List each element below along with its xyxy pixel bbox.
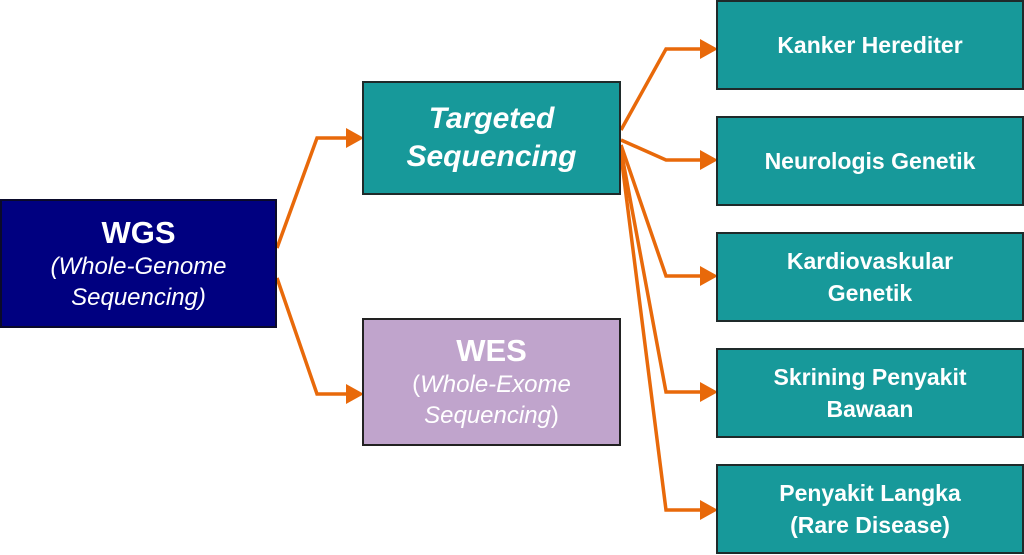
arrowhead-icon (346, 384, 364, 404)
app-label: Penyakit Langka (Rare Disease) (779, 480, 961, 538)
arrowhead-icon (700, 382, 718, 402)
wgs-title: WGS (101, 214, 176, 250)
app-label: Kanker Herediter (777, 32, 963, 58)
app-label: Skrining Penyakit Bawaan (773, 364, 967, 422)
targeted-sequencing-node: Targeted Sequencing (362, 81, 621, 195)
edge-wgs-wes (275, 277, 354, 396)
wes-title: WES (456, 333, 527, 368)
wes-subtitle-line1: (Whole-Exome (412, 369, 571, 400)
wes-subtitle-text2: Sequencing (424, 402, 551, 429)
app-node-neurologis-genetik: Neurologis Genetik (716, 116, 1024, 206)
edge-ts-neuro (620, 138, 708, 162)
arrowhead-icon (700, 39, 718, 59)
app-node-kardiovaskular-genetik: Kardiovaskular Genetik (716, 232, 1024, 322)
wgs-subtitle-line1: (Whole-Genome (50, 252, 227, 280)
edge-ts-kardio (619, 144, 708, 278)
wgs-subtitle-line2: Sequencing) (71, 283, 206, 311)
app-node-penyakit-langka: Penyakit Langka (Rare Disease) (716, 464, 1024, 554)
wes-subtitle-line2: Sequencing) (424, 400, 559, 431)
wes-subtitle-text1: Whole-Exome (420, 371, 571, 398)
wes-open-paren: ( (412, 371, 421, 398)
arrowhead-icon (700, 500, 718, 520)
app-label: Neurologis Genetik (764, 148, 976, 174)
arrowhead-icon (700, 150, 718, 170)
edge-ts-kanker (619, 47, 708, 131)
edge-ts-skrining (619, 149, 708, 394)
app-node-kanker-herediter: Kanker Herediter (716, 0, 1024, 90)
app-node-skrining-penyakit-bawaan: Skrining Penyakit Bawaan (716, 348, 1024, 438)
edge-ts-langka (619, 154, 708, 512)
wes-close-paren: ) (550, 402, 559, 429)
wgs-node: WGS (Whole-Genome Sequencing) (0, 199, 277, 328)
targeted-line1: Targeted (428, 102, 555, 135)
wes-node: WES (Whole-Exome Sequencing) (362, 318, 621, 446)
arrowhead-icon (700, 266, 718, 286)
arrowhead-icon (346, 128, 364, 148)
edge-wgs-targeted (275, 136, 354, 249)
targeted-line2: Sequencing (406, 140, 577, 173)
app-label: Kardiovaskular Genetik (786, 248, 954, 306)
